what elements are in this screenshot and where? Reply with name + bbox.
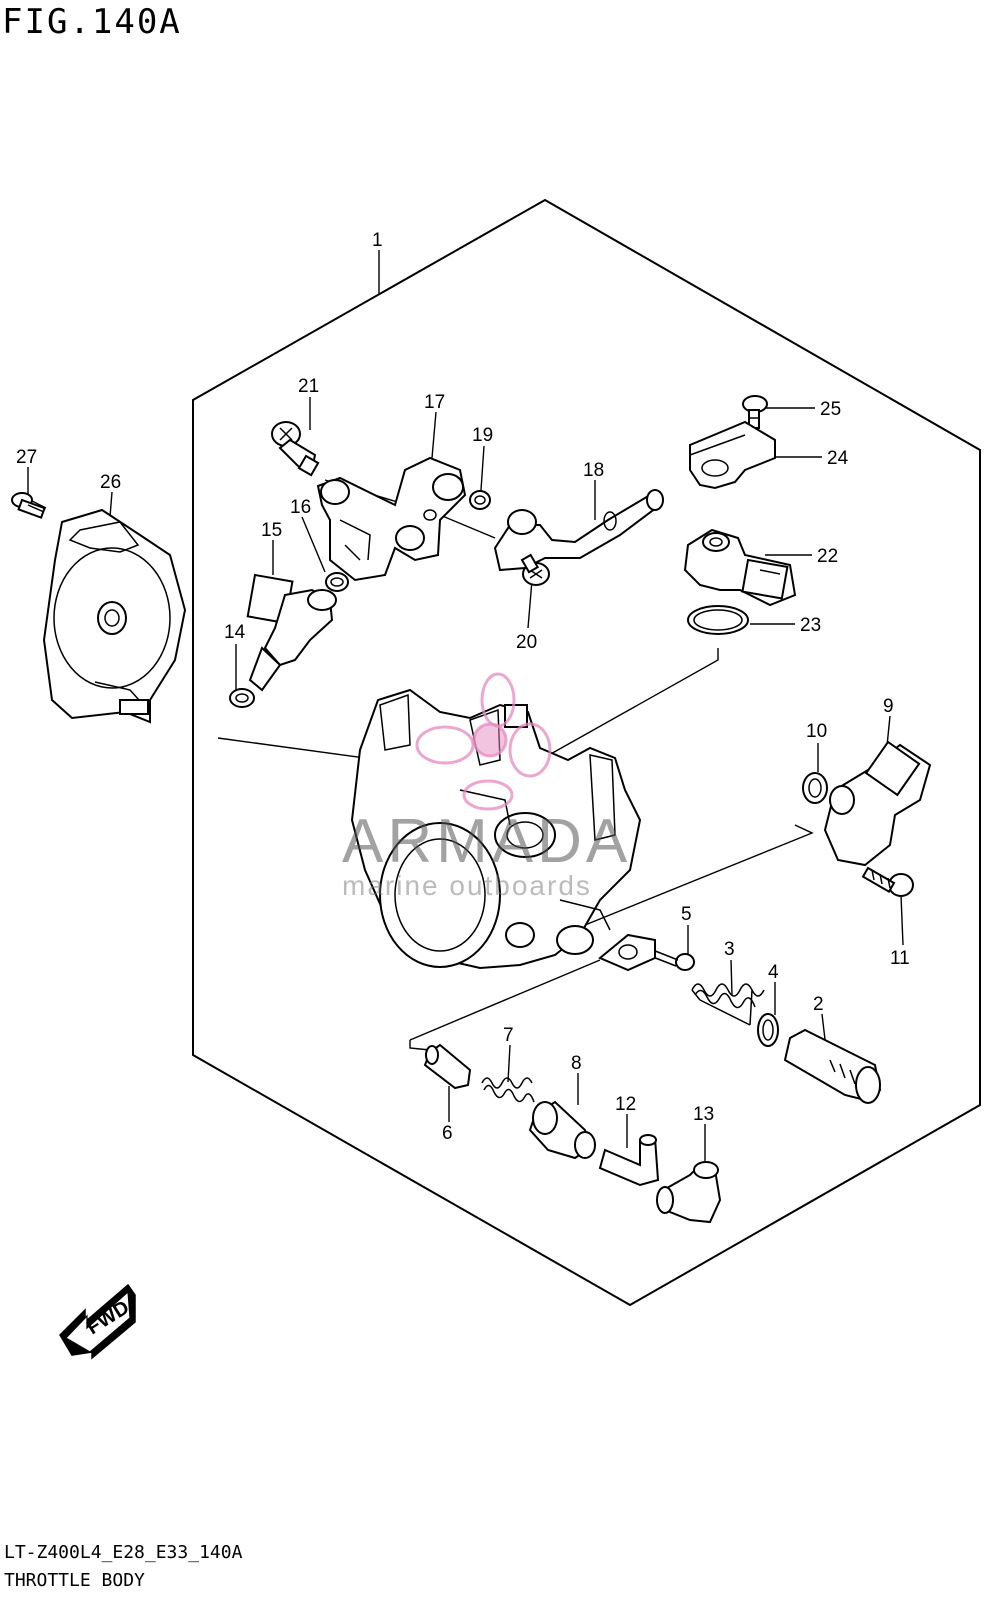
watermark-brand: ARMADA	[342, 807, 631, 876]
callout-2: 2	[813, 994, 824, 1015]
callout-15: 15	[261, 520, 282, 541]
callout-1: 1	[372, 230, 383, 251]
callout-21: 21	[298, 376, 319, 397]
throttle-body[interactable]	[350, 688, 642, 970]
callout-8: 8	[571, 1053, 582, 1074]
seal-part-14[interactable]	[229, 688, 255, 708]
figure-name: THROTTLE BODY	[4, 1570, 145, 1591]
elbow-part-13[interactable]	[656, 1161, 722, 1224]
callout-10: 10	[806, 721, 827, 742]
watermark-tagline: marine outboards	[342, 870, 592, 901]
watermark-logo-icon	[415, 672, 552, 811]
bolt-part-11[interactable]	[861, 866, 914, 897]
callout-27: 27	[16, 447, 37, 468]
callout-4: 4	[768, 962, 779, 983]
fuel-hose-part-18[interactable]	[493, 489, 664, 572]
forward-direction-arrow: FWD	[59, 1283, 136, 1360]
cover-plate-part-26[interactable]	[42, 508, 187, 724]
callout-19: 19	[472, 425, 493, 446]
callout-20: 20	[516, 632, 537, 653]
spring-part-3[interactable]	[691, 983, 765, 1026]
callout-9: 9	[883, 696, 894, 717]
o-ring-part-16[interactable]	[325, 572, 349, 592]
o-ring-part-10[interactable]	[802, 772, 828, 804]
callout-labels: 1 2 3 4 5 6 7 8 9 10 11 12 13 14 15 16 1…	[16, 230, 910, 1144]
screw-part-20[interactable]	[520, 553, 550, 586]
screw-part-27[interactable]	[11, 492, 47, 519]
figure-title: FIG.140A	[2, 2, 182, 42]
o-ring-part-23[interactable]	[687, 605, 749, 635]
bracket-part-24[interactable]	[689, 420, 776, 490]
figure-code: LT-Z400L4_E28_E33_140A	[4, 1542, 243, 1563]
callout-12: 12	[615, 1094, 636, 1115]
o-ring-part-4[interactable]	[757, 1013, 779, 1047]
plate-part[interactable]	[598, 933, 656, 972]
callout-14: 14	[224, 622, 246, 643]
fuel-injector-part-15[interactable]	[246, 573, 337, 692]
callout-11: 11	[890, 948, 910, 969]
callout-17: 17	[424, 392, 445, 413]
callout-25: 25	[820, 399, 841, 420]
plunger-part-6[interactable]	[423, 1043, 472, 1090]
assembly-frame	[192, 198, 981, 1307]
callout-7: 7	[503, 1025, 514, 1046]
callout-23: 23	[800, 615, 821, 636]
sensor-part-9[interactable]	[823, 740, 932, 867]
plug-part-21[interactable]	[271, 421, 320, 477]
sensor-part-22[interactable]	[683, 528, 797, 607]
o-ring-part-19[interactable]	[469, 490, 491, 510]
hose-part-12[interactable]	[598, 1134, 660, 1187]
callout-24: 24	[827, 448, 849, 469]
callout-16: 16	[290, 497, 311, 518]
callout-22: 22	[817, 546, 838, 567]
callout-6: 6	[442, 1123, 453, 1144]
callout-18: 18	[583, 460, 604, 481]
callout-3: 3	[724, 939, 735, 960]
callout-26: 26	[100, 472, 121, 493]
callout-5: 5	[681, 904, 692, 925]
fuel-rail-part-17[interactable]	[316, 456, 467, 582]
callout-13: 13	[693, 1104, 714, 1125]
watermark: ARMADA marine outboards	[342, 672, 631, 901]
nut-part-8[interactable]	[528, 1100, 596, 1160]
spring-part-7[interactable]	[481, 1077, 535, 1103]
adjust-screw-part-2[interactable]	[783, 1028, 882, 1104]
